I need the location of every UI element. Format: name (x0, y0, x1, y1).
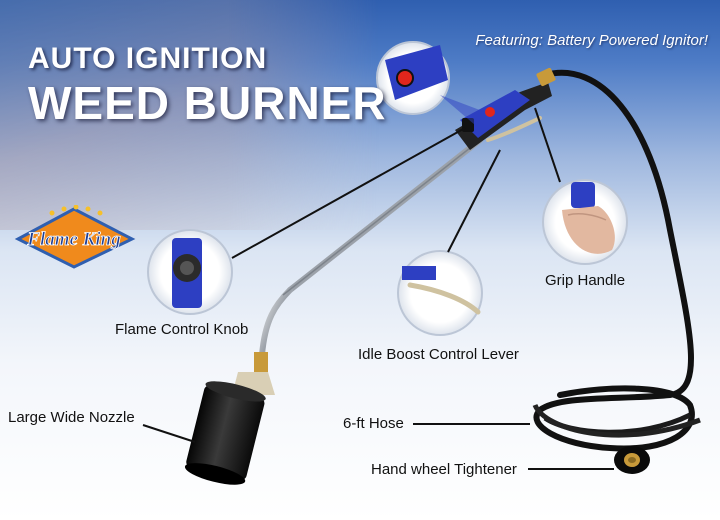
label-large-wide-nozzle: Large Wide Nozzle (8, 409, 135, 426)
grip-handle-body (455, 67, 556, 150)
large-wide-nozzle (184, 352, 275, 485)
grip-inset (542, 179, 628, 265)
wand-bend (259, 287, 293, 358)
brand-logo: Flame King (14, 205, 136, 269)
knob-inset (147, 229, 233, 315)
background-photo (0, 0, 380, 230)
nozzle-leader-line (142, 424, 196, 443)
label-idle-boost-lever: Idle Boost Control Lever (358, 346, 519, 363)
lever-inset (397, 250, 483, 336)
feature-note: Featuring: Battery Powered Ignitor! (475, 32, 708, 49)
label-grip-handle: Grip Handle (545, 272, 626, 289)
label-hose: 6-ft Hose (343, 415, 404, 432)
lever-leader-line (447, 149, 501, 253)
label-flame-control-knob: Flame Control Knob (115, 321, 249, 338)
ignitor-inset (376, 41, 485, 125)
hand-wheel-tightener (614, 446, 650, 474)
hose (533, 69, 695, 452)
title-line-2: WEED BURNER (28, 77, 387, 129)
brand-logo-text: Flame King (26, 229, 120, 250)
idle-boost-lever (486, 116, 542, 142)
knob-leader-line (231, 127, 466, 259)
label-hand-wheel-tightener: Hand wheel Tightener (371, 461, 517, 478)
title-line-1: AUTO IGNITION (28, 42, 268, 75)
grip-leader-line (534, 107, 561, 183)
